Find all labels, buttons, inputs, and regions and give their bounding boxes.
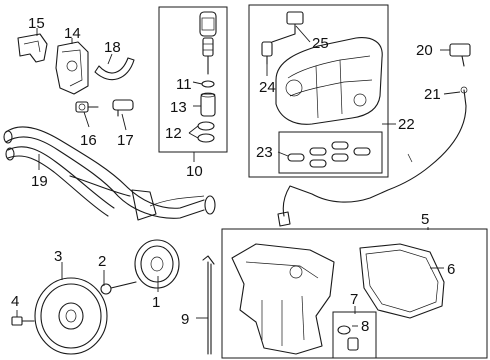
gasket-set-box [278, 131, 383, 174]
callout-21: 21 [424, 86, 441, 103]
housing-13 [200, 92, 216, 117]
callout-3: 3 [54, 248, 62, 265]
dipstick-9 [202, 255, 215, 355]
bolt-4 [11, 316, 35, 326]
callout-20: 20 [416, 42, 433, 59]
bolt-16 [75, 101, 99, 113]
pulley-1 [134, 239, 180, 289]
damper-pulley-3 [34, 277, 108, 355]
bracket-15 [17, 33, 48, 63]
callout-4: 4 [11, 293, 19, 310]
callout-2: 2 [98, 253, 106, 270]
callout-13: 13 [170, 99, 187, 116]
cover-14 [55, 41, 89, 95]
callout-16: 16 [80, 132, 97, 149]
callout-7: 7 [350, 291, 358, 308]
callout-18: 18 [104, 39, 121, 56]
sensor-17 [112, 99, 134, 117]
intake-manifold-22 [275, 37, 383, 125]
callout-10: 10 [186, 163, 203, 180]
oil-filter-cap-10 [199, 11, 217, 37]
gaskets-12 [197, 121, 215, 143]
connector-24 [261, 41, 273, 65]
harness-21 [277, 86, 468, 227]
o-ring-11 [201, 80, 215, 88]
callout-11: 11 [176, 76, 192, 93]
callout-22: 22 [398, 116, 415, 133]
oil-pan-5 [231, 243, 335, 355]
callout-23: 23 [256, 144, 273, 161]
callout-24: 24 [259, 79, 276, 96]
bolt-2 [100, 281, 137, 295]
callout-14: 14 [64, 25, 81, 42]
callout-12: 12 [165, 125, 182, 142]
callout-19: 19 [31, 173, 48, 190]
callout-5: 5 [421, 211, 429, 228]
gasket-set-23 [287, 141, 371, 168]
callout-6: 6 [447, 261, 455, 278]
pan-gasket-6 [359, 243, 445, 319]
sensor-25 [267, 11, 304, 49]
coolant-tubes-19 [3, 126, 216, 221]
oil-filter-group-box [158, 6, 228, 153]
drain-plug-8 [337, 325, 359, 351]
callout-17: 17 [117, 132, 134, 149]
callout-9: 9 [181, 311, 189, 328]
sensor-20 [449, 43, 471, 67]
callout-15: 15 [28, 15, 45, 32]
callout-1: 1 [152, 294, 160, 311]
hose-18 [94, 57, 135, 81]
oil-filter-element [202, 37, 214, 75]
leader-lines [16, 25, 461, 327]
drain-plug-box [332, 311, 377, 359]
callout-25: 25 [312, 35, 329, 52]
intake-manifold-group-box [248, 4, 389, 178]
callout-8: 8 [361, 318, 369, 335]
